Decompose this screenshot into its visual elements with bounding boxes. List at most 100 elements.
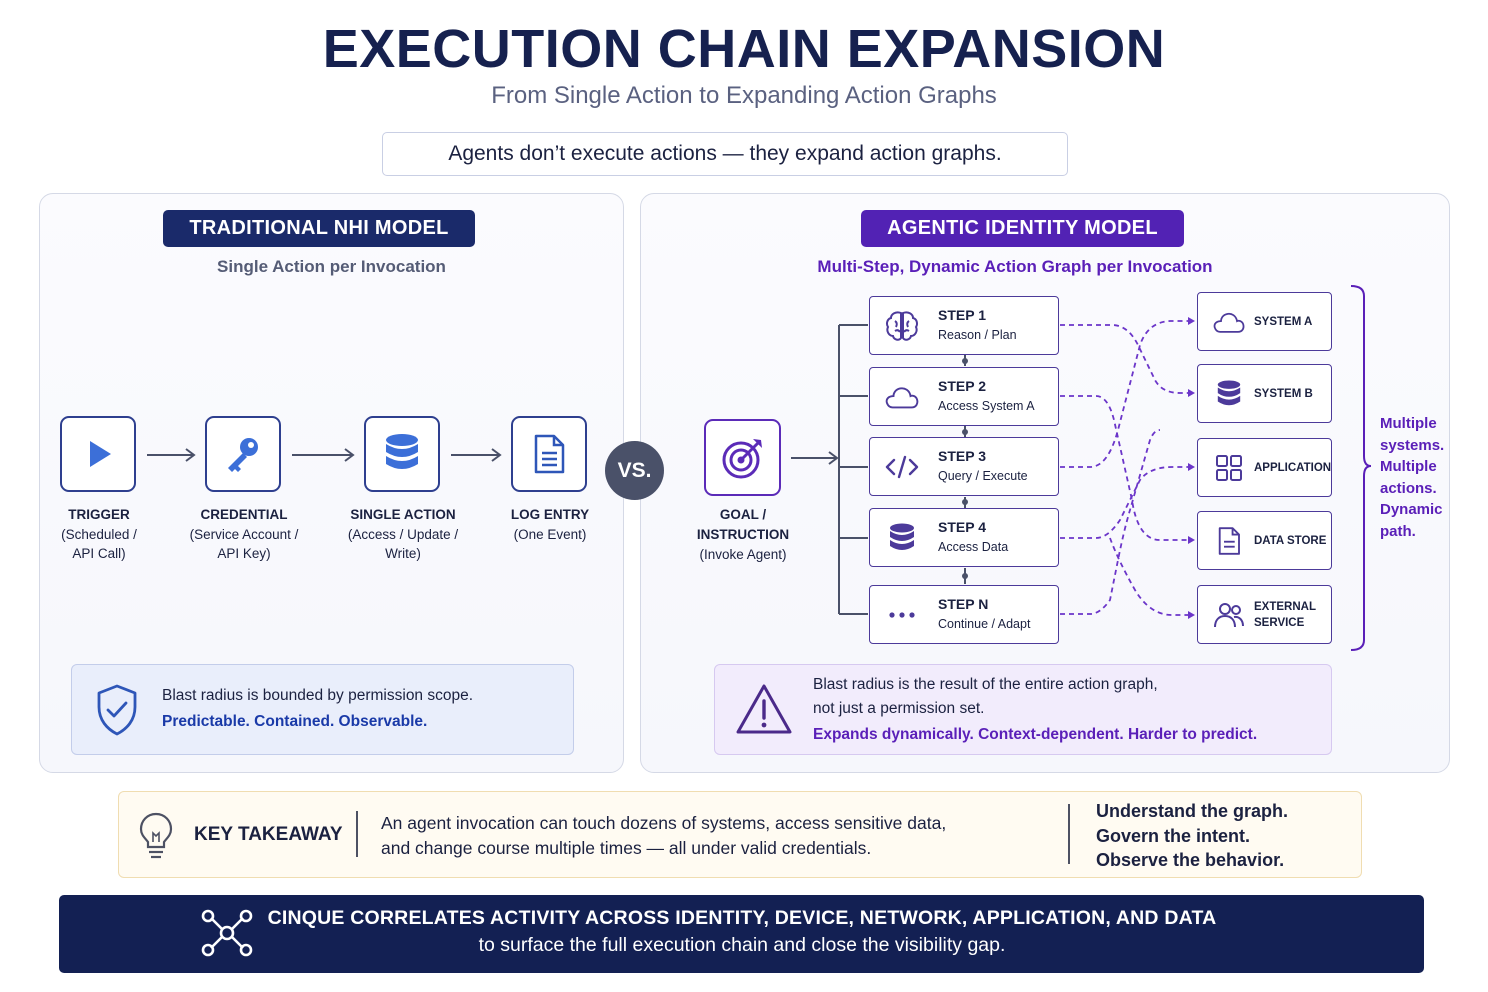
system-a-text: SYSTEM A — [1254, 315, 1313, 328]
network-nodes-icon — [201, 909, 253, 957]
page-title: EXECUTION CHAIN EXPANSION — [322, 19, 1166, 79]
database-icon — [386, 434, 418, 469]
data-store-label: DATA STORE — [1254, 512, 1326, 569]
goal-title-1: GOAL / — [719, 507, 767, 522]
log-entry-desc-1: (One Event) — [513, 526, 587, 542]
takeaway-divider-2 — [1068, 804, 1070, 864]
single-action-title: SINGLE ACTION — [350, 507, 456, 522]
play-icon — [90, 441, 111, 467]
agentic-subtitle: Multi-Step, Dynamic Action Graph per Inv… — [817, 257, 1213, 276]
document-icon — [1218, 527, 1240, 555]
key-icon — [228, 438, 258, 472]
goal-box — [704, 419, 781, 496]
trigger-box — [60, 416, 136, 492]
goal-label: GOAL / INSTRUCTION (Invoke Agent) — [680, 505, 806, 565]
bracket-line-4: actions. — [1380, 479, 1437, 497]
external-service-box: EXTERNAL SERVICE — [1197, 585, 1332, 644]
key-takeaway-text-2: and change course multiple times — all u… — [381, 838, 872, 858]
step-n-desc: Continue / Adapt — [938, 617, 1031, 631]
system-a-box: SYSTEM A — [1197, 292, 1332, 351]
bracket-annotation: Multiple systems. Multiple actions. Dyna… — [1380, 413, 1480, 542]
log-entry-box — [511, 416, 587, 492]
trigger-label: TRIGGER (Scheduled / API Call) — [46, 505, 152, 564]
single-action-label: SINGLE ACTION (Access / Update / Write) — [336, 505, 470, 564]
step-3-box: STEP 3 Query / Execute — [869, 437, 1059, 496]
external-service-text-1: EXTERNAL — [1254, 600, 1316, 613]
takeaway-divider-1 — [356, 811, 358, 857]
external-service-text-2: SERVICE — [1254, 616, 1305, 629]
step-4-title: STEP 4 — [938, 519, 986, 535]
bracket-line-5: Dynamic — [1380, 501, 1443, 518]
credential-desc-2: API Key) — [217, 546, 271, 561]
target-icon — [722, 438, 762, 478]
shield-check-icon — [97, 684, 137, 736]
key-takeaway-box — [118, 791, 1362, 878]
footer-headline: CINQUE CORRELATES ACTIVITY ACROSS IDENTI… — [267, 907, 1217, 929]
step-1-title: STEP 1 — [938, 307, 986, 323]
step-1-box: STEP 1 Reason / Plan — [869, 296, 1059, 355]
external-service-label: EXTERNAL SERVICE — [1254, 586, 1316, 643]
application-label: APPLICATION — [1254, 439, 1331, 496]
credential-box — [205, 416, 281, 492]
bracket-line-1: Multiple — [1380, 415, 1437, 432]
single-action-box — [364, 416, 440, 492]
data-store-box: DATA STORE — [1197, 511, 1332, 570]
system-a-label: SYSTEM A — [1254, 293, 1312, 350]
system-b-label: SYSTEM B — [1254, 365, 1313, 422]
traditional-info-box — [71, 664, 574, 755]
grid-icon — [1216, 455, 1242, 481]
bracket-line-6: path. — [1380, 522, 1416, 540]
key-takeaway-text-1: An agent invocation can touch dozens of … — [381, 813, 947, 833]
step-2-title: STEP 2 — [938, 378, 986, 394]
system-b-box: SYSTEM B — [1197, 364, 1332, 423]
system-b-text: SYSTEM B — [1254, 387, 1313, 400]
warning-icon — [736, 684, 792, 734]
database-icon — [1217, 380, 1241, 406]
data-store-text: DATA STORE — [1254, 534, 1327, 547]
credential-title: CREDENTIAL — [200, 507, 288, 522]
traditional-model-pill-label: TRADITIONAL NHI MODEL — [189, 217, 449, 239]
trigger-desc-1: (Scheduled / — [61, 526, 137, 542]
footer-banner — [59, 895, 1424, 973]
bracket-line-3: Multiple — [1380, 458, 1437, 475]
step-n-title: STEP N — [938, 596, 989, 612]
traditional-info-line2: Predictable. Contained. Observable. — [162, 713, 428, 730]
key-takeaway-principles: Understand the graph. Govern the intent.… — [1096, 799, 1288, 873]
agentic-info-line2: not just a permission set. — [813, 700, 985, 717]
goal-title-2: INSTRUCTION — [696, 527, 790, 542]
log-entry-label: LOG ENTRY (One Event) — [498, 505, 602, 544]
traditional-info-line1: Blast radius is bounded by permission sc… — [162, 687, 474, 704]
step-2-box: STEP 2 Access System A — [869, 367, 1059, 426]
key-takeaway-title: KEY TAKEAWAY — [194, 824, 343, 845]
ellipsis-icon — [889, 612, 915, 618]
step-1-desc: Reason / Plan — [938, 328, 1017, 342]
key-takeaway-text: An agent invocation can touch dozens of … — [381, 811, 946, 861]
goal-desc: (Invoke Agent) — [699, 547, 787, 562]
vs-badge: VS. — [605, 441, 664, 500]
principle-2: Govern the intent. — [1096, 825, 1251, 846]
step-n-box: STEP N Continue / Adapt — [869, 585, 1059, 644]
application-box: APPLICATION — [1197, 438, 1332, 497]
single-action-desc-1: (Access / Update / — [347, 526, 459, 542]
agentic-info-box — [714, 664, 1332, 755]
traditional-subtitle: Single Action per Invocation — [217, 257, 446, 276]
lightbulb-icon — [139, 812, 173, 859]
cloud-icon — [1213, 312, 1245, 333]
agentic-model-pill-label: AGENTIC IDENTITY MODEL — [887, 217, 1158, 239]
principle-3: Observe the behavior. — [1096, 850, 1285, 870]
database-icon — [890, 523, 914, 550]
tagline-text: Agents don’t execute actions — they expa… — [448, 142, 1002, 165]
code-icon — [885, 455, 919, 479]
users-icon — [1214, 603, 1244, 628]
agentic-info-line3: Expands dynamically. Context-dependent. … — [813, 726, 1258, 743]
agentic-model-pill: AGENTIC IDENTITY MODEL — [861, 210, 1184, 247]
step-2-desc: Access System A — [938, 399, 1035, 413]
log-entry-title: LOG ENTRY — [510, 507, 590, 522]
tagline-box: Agents don’t execute actions — they expa… — [382, 132, 1068, 176]
traditional-model-pill: TRADITIONAL NHI MODEL — [163, 210, 475, 247]
step-3-title: STEP 3 — [938, 448, 986, 464]
trigger-title: TRIGGER — [68, 507, 130, 522]
step-4-box: STEP 4 Access Data — [869, 508, 1059, 567]
